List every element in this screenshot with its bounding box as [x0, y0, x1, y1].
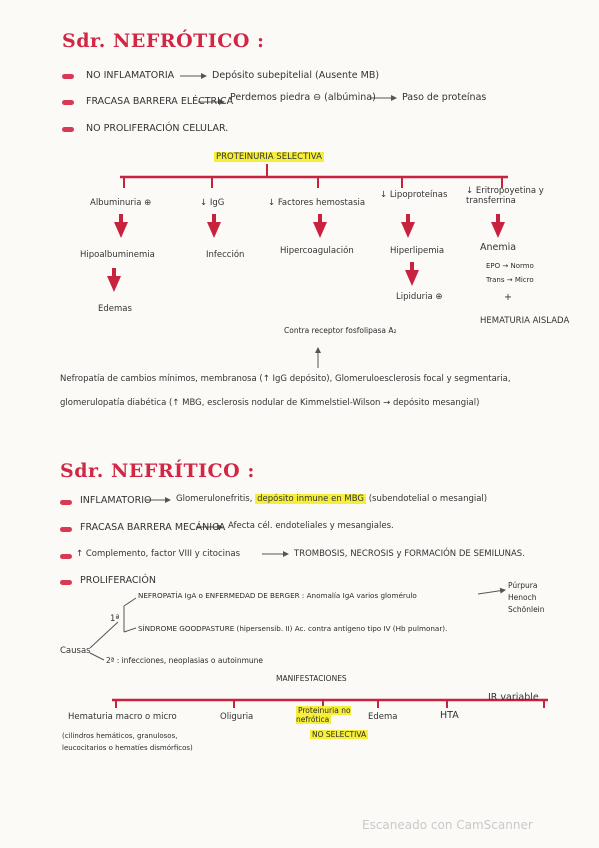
primary-cause-2: SÍNDROME GOODPASTURE (hipersensib. II) A… — [138, 624, 448, 633]
manifest-edema: Edema — [368, 712, 398, 722]
nephrotic-bullet-1: NO INFLAMATORIA — [86, 70, 175, 81]
level3-edemas: Edemas — [98, 304, 132, 314]
level3-hematuria: HEMATURIA AISLADA — [480, 316, 570, 326]
highlight-deposito: depósito inmune en MBG — [255, 494, 367, 504]
bullet — [60, 500, 72, 505]
branch-head-albuminuria: Albuminuria ⊕ — [90, 198, 152, 208]
bullet — [60, 554, 72, 559]
bullet — [62, 127, 74, 132]
nephritic-bullet-2-detail: Afecta cél. endoteliales y mesangiales. — [228, 521, 394, 531]
branch-head-hemostasia: ↓ Factores hemostasia — [268, 198, 366, 208]
bullet — [62, 74, 74, 79]
branch-head-igg: ↓ IgG — [200, 198, 225, 208]
level3-lipiduria: Lipiduria ⊕ — [396, 292, 443, 302]
receptor-note: Contra receptor fosfolipasa A₂ — [284, 326, 397, 335]
manifest-oliguria: Oliguria — [220, 712, 254, 722]
level2-hipercoagulacion: Hipercoagulación — [280, 246, 354, 256]
nephrotic-bullet-1-detail: Depósito subepitelial (Ausente MB) — [212, 70, 380, 81]
bullet — [60, 527, 72, 532]
nephrotic-causes-line1: Nefropatía de cambios mínimos, membranos… — [60, 374, 511, 384]
bullet — [60, 580, 72, 585]
manifest-proteinuria: Proteinuria no nefrótica — [296, 706, 351, 724]
primary-number: 1ª — [110, 614, 120, 624]
secondary-cause: 2ª : infecciones, neoplasias o autoinmun… — [106, 656, 264, 665]
branch-head-eritropoyetina: ↓ Eritropoyetina y transferrina — [466, 186, 544, 206]
nephritic-bullet-1-detail: Glomerulonefritis, depósito inmune en MB… — [176, 494, 488, 504]
nephritic-title: Sdr. NEFRÍTICO : — [60, 460, 255, 482]
nephrotic-bullet-3: NO PROLIFERACIÓN CELULAR. — [86, 123, 229, 134]
primary-cause-1-result: Púrpura Henoch Schönlein — [508, 580, 545, 616]
manifest-ir: IR variable — [488, 692, 539, 703]
manifest-hematuria: Hematuria macro o micro — [68, 712, 177, 722]
causes-bracket — [89, 621, 119, 661]
camscanner-watermark: Escaneado con CamScanner — [362, 818, 533, 832]
hematuria-note-line1: (cilindros hemáticos, granulosos, — [62, 732, 178, 740]
manifest-hta: HTA — [440, 710, 459, 721]
tree-root: PROTEINURIA SELECTIVA — [214, 152, 324, 162]
red-arrows — [107, 214, 505, 292]
causes-label: Causas — [60, 646, 91, 656]
level2-anemia: Anemia — [480, 242, 517, 253]
nephritic-bullet-3: ↑ Complemento, factor VIII y citocinas — [76, 549, 241, 559]
nephrotic-causes-line2: glomerulopatía diabética (↑ MBG, esclero… — [60, 398, 480, 408]
anemia-plus: + — [504, 292, 512, 303]
level2-hiperlipemia: Hiperlipemia — [390, 246, 445, 256]
nephrotic-bullet-2-result: Paso de proteínas — [402, 92, 487, 103]
purpura-text: Púrpura — [508, 581, 538, 590]
manifestations-title: MANIFESTACIONES — [276, 674, 347, 683]
nephritic-bullet-2: FRACASA BARRERA MECÁNICA — [80, 522, 226, 533]
hematuria-note-line2: leucocitarios o hematíes dismórficos) — [62, 744, 193, 752]
nephrotic-title: Sdr. NEFRÓTICO : — [62, 30, 265, 52]
anemia-trans: Trans → Micro — [486, 276, 534, 284]
branch-head-lipoproteinas: ↓ Lipoproteínas — [380, 190, 448, 200]
nephrotic-bullet-2-detail: Perdemos piedra ⊖ (albúmina) — [230, 92, 376, 103]
nephritic-bullet-3-detail: TROMBOSIS, NECROSIS y FORMACIÓN DE SEMIL… — [294, 549, 525, 559]
level2-hipoalbuminemia: Hipoalbuminemia — [80, 250, 155, 260]
schonlein-text: Schönlein — [508, 605, 545, 614]
hematuria-note: (cilindros hemáticos, granulosos, leucoc… — [62, 730, 193, 754]
primary-cause-1: NEFROPATÍA IgA o ENFERMEDAD DE BERGER : … — [138, 591, 417, 600]
primary-bracket — [123, 597, 137, 633]
nephritic-bullet-1: INFLAMATORIO — [80, 495, 152, 506]
nephritic-bullet-4: PROLIFERACIÓN — [80, 575, 156, 586]
tree-drops — [123, 177, 503, 188]
level2-infeccion: Infección — [206, 250, 245, 260]
henoch-text: Henoch — [508, 593, 537, 602]
arrow — [477, 587, 506, 595]
nephrotic-bullet-2: FRACASA BARRERA ELÉCTRICA — [86, 96, 234, 107]
anemia-epo: EPO → Normo — [486, 262, 534, 270]
bullet — [62, 100, 74, 105]
manifest-no-selectiva: NO SELECTIVA — [310, 730, 369, 739]
